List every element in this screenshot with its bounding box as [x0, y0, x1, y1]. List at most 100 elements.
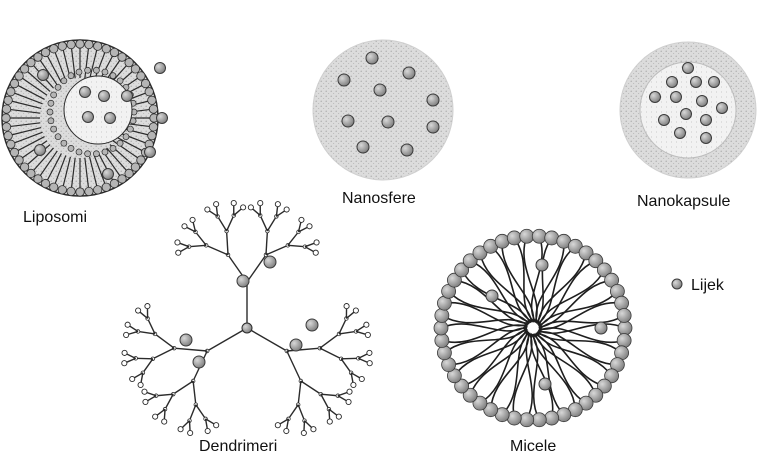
- drug-particle: [709, 77, 720, 88]
- label-nanosfere: Nanosfere: [342, 190, 416, 207]
- drug-particle: [237, 275, 249, 287]
- lipid-head: [85, 40, 93, 48]
- dendrimer-branch: [143, 359, 153, 373]
- drug-particle: [403, 67, 415, 79]
- micelle-head: [532, 413, 546, 427]
- dendrimer-end-group: [143, 399, 148, 404]
- dendrimer-figure: [122, 200, 373, 435]
- dendrimer-end-group: [336, 414, 341, 419]
- dendrimer-branch: [339, 331, 356, 334]
- dendrimer-branch: [153, 348, 174, 359]
- lipid-head: [141, 79, 149, 87]
- lipid-head: [2, 123, 10, 131]
- lipid-head: [127, 126, 133, 132]
- drug-particle: [539, 378, 551, 390]
- dendrimer-end-group: [122, 361, 127, 366]
- lipid-head: [110, 73, 116, 79]
- dendrimer-end-group: [284, 207, 289, 212]
- lipid-head: [149, 105, 157, 113]
- lipid-head: [137, 156, 145, 164]
- micelle-head: [437, 346, 451, 360]
- drug-particle: [38, 70, 49, 81]
- drug-particle: [382, 116, 394, 128]
- drug-particle: [155, 63, 166, 74]
- lipid-head: [93, 151, 99, 157]
- dendrimer-branch: [288, 232, 299, 245]
- drug-particle: [80, 87, 91, 98]
- dendrimer-branch: [155, 334, 174, 348]
- dendrimer-end-group: [130, 376, 135, 381]
- dendrimer-end-group: [176, 250, 181, 255]
- drug-particle: [103, 169, 114, 180]
- drug-particle: [427, 94, 439, 106]
- drug-particle: [180, 334, 192, 346]
- dendrimer-end-group: [313, 250, 318, 255]
- dendrimer-branch: [339, 318, 346, 334]
- lipid-head: [68, 145, 74, 151]
- lipid-head: [93, 67, 99, 73]
- drug-particle: [306, 319, 318, 331]
- dendrimer-end-group: [258, 200, 263, 205]
- micelle-head: [520, 413, 534, 427]
- drug-particle: [595, 322, 607, 334]
- lipid-head: [50, 183, 58, 191]
- micelle-head: [615, 296, 629, 310]
- lipid-head: [117, 140, 123, 146]
- drug-legend-icon: [672, 279, 682, 289]
- dendrimer-end-group: [175, 240, 180, 245]
- dendrimer-branch: [189, 245, 206, 246]
- lipid-head: [47, 109, 53, 115]
- dendrimer-end-group: [125, 322, 130, 327]
- dendrimer-end-group: [346, 399, 351, 404]
- dendrimer-end-group: [344, 304, 349, 309]
- dendrimer-branch: [341, 359, 351, 373]
- drug-particle: [401, 144, 413, 156]
- lipid-head: [149, 123, 157, 131]
- dendrimer-end-group: [182, 224, 187, 229]
- dendrimer-branch: [267, 216, 276, 231]
- lipid-head: [76, 69, 82, 75]
- lipid-head: [34, 175, 42, 183]
- lipid-head: [10, 79, 18, 87]
- dendrimer-end-group: [307, 224, 312, 229]
- micelle-head: [520, 229, 534, 243]
- lipid-head: [94, 186, 102, 194]
- drug-particle: [683, 63, 694, 74]
- dendrimer-end-group: [367, 361, 372, 366]
- lipid-head: [125, 169, 133, 177]
- lipid-head: [51, 92, 57, 98]
- lipid-head: [76, 149, 82, 155]
- lipid-head: [55, 134, 61, 140]
- legend-drug-label: Lijek: [691, 277, 725, 294]
- dendrimer-branch: [165, 394, 173, 409]
- dendrimer-branch: [298, 405, 304, 421]
- dendrimer-branch: [301, 381, 321, 394]
- lipid-head: [148, 132, 156, 140]
- nanosphere-figure: [313, 40, 453, 180]
- dendrimer-end-group: [301, 430, 306, 435]
- dendrimer-end-group: [365, 332, 370, 337]
- lipid-head: [110, 145, 116, 151]
- micelle-head: [435, 334, 449, 348]
- dendrimer-branch: [321, 394, 338, 396]
- drug-particle: [145, 147, 156, 158]
- dendrimer-branch: [320, 348, 341, 359]
- dendrimer-branch: [196, 232, 207, 245]
- lipid-head: [76, 188, 84, 196]
- lipid-head: [41, 179, 49, 187]
- dendrimer-end-group: [162, 419, 167, 424]
- lipid-head: [85, 187, 93, 195]
- dendrimer-branch: [227, 231, 228, 255]
- dendrimer-end-group: [214, 202, 219, 207]
- lipid-head: [15, 156, 23, 164]
- label-liposomi: Liposomi: [23, 209, 87, 226]
- lipid-head: [7, 140, 15, 148]
- dendrimer-branch: [320, 334, 339, 348]
- label-nanokapsule: Nanokapsule: [637, 193, 731, 210]
- dendrimer-end-group: [145, 304, 150, 309]
- label-dendrimeri: Dendrimeri: [199, 438, 277, 455]
- lipid-head: [4, 132, 12, 140]
- drug-particle: [536, 259, 548, 271]
- lipid-head: [41, 48, 49, 56]
- dendrimer-branch: [288, 245, 305, 246]
